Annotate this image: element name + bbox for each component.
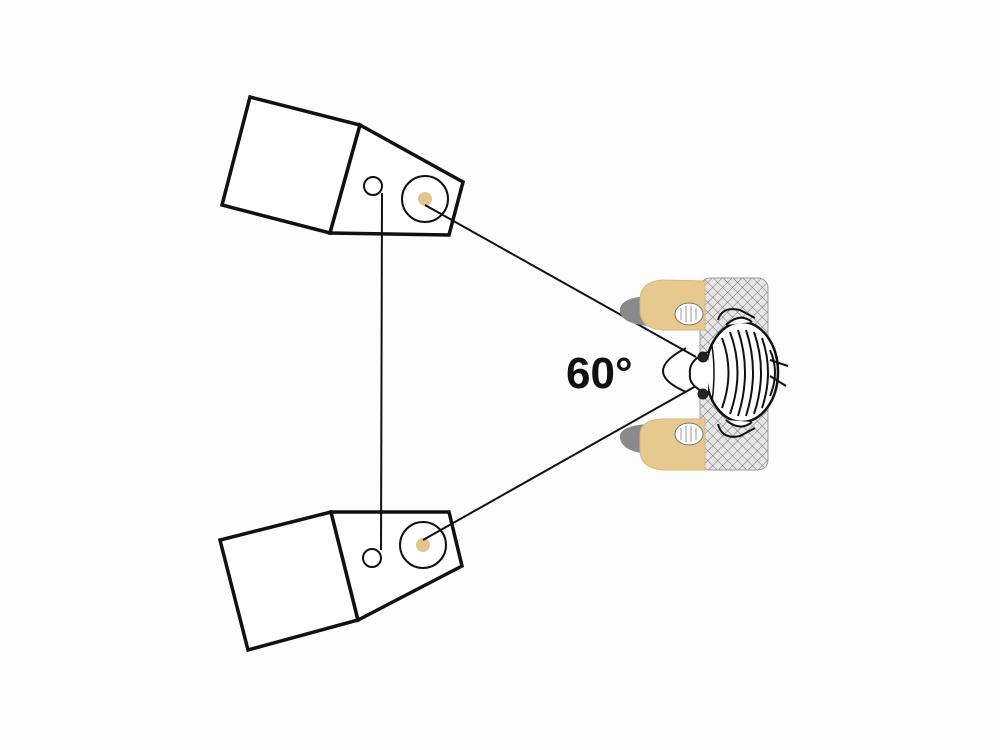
- woofer-dust-cap: [416, 538, 430, 552]
- right-speaker: [217, 509, 465, 653]
- right-ear: [725, 419, 753, 428]
- angle-label: 60°: [566, 349, 633, 398]
- right-hand-icon: [674, 422, 704, 446]
- brow: [711, 345, 715, 403]
- hair: [721, 329, 789, 417]
- listening-triangle: [380, 192, 697, 551]
- right-eye: [697, 388, 709, 400]
- woofer-dust-cap: [418, 192, 432, 206]
- angle-arc: [662, 347, 687, 393]
- speaker-to-speaker-line: [380, 192, 383, 551]
- left-speaker-to-listener-line: [424, 204, 697, 358]
- shoulders: [717, 308, 756, 438]
- listener: [619, 277, 789, 471]
- left-speaker: [219, 94, 466, 237]
- tweeter-icon: [363, 176, 383, 196]
- left-ear: [725, 316, 753, 326]
- left-hand-icon: [674, 302, 704, 326]
- right-speaker-to-listener-line: [422, 385, 697, 541]
- left-eye: [697, 351, 709, 363]
- tweeter-icon: [362, 548, 382, 568]
